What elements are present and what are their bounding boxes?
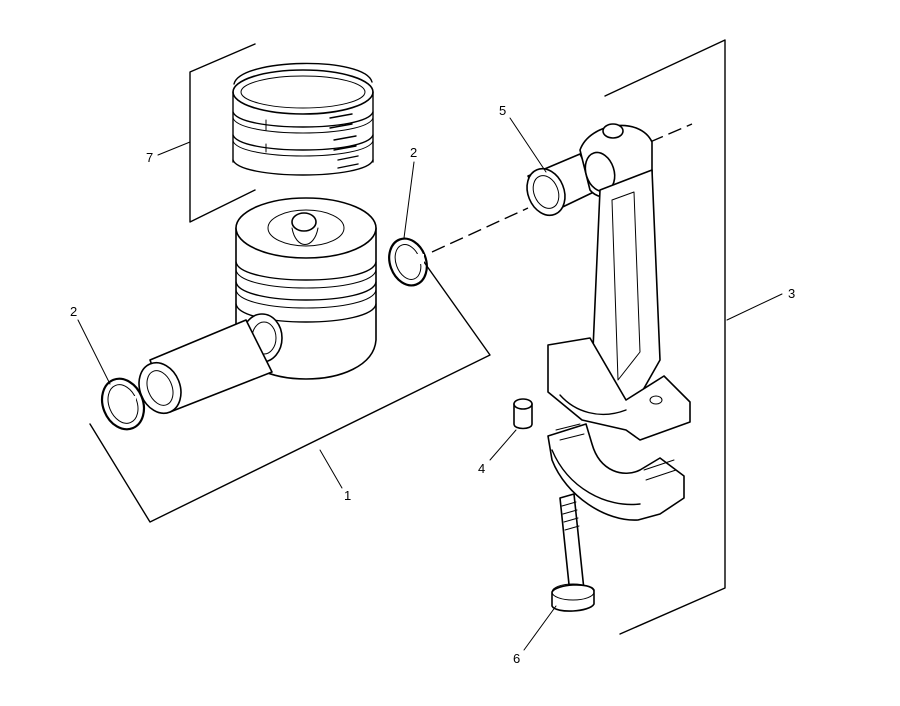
callout-1: 1 <box>344 488 351 503</box>
callout-4: 4 <box>478 461 485 476</box>
callout-2-left: 2 <box>70 304 77 319</box>
centre-line <box>431 123 693 253</box>
callout-6: 6 <box>513 651 520 666</box>
circlip-left <box>100 377 146 431</box>
callout-2-right: 2 <box>410 145 417 160</box>
callout-5: 5 <box>499 103 506 118</box>
bracket-group-7 <box>189 43 256 223</box>
leader-lines <box>77 117 783 651</box>
small-end-bush <box>526 153 599 217</box>
callout-7: 7 <box>146 150 153 165</box>
gudgeon-pin <box>138 319 273 415</box>
big-end-bolt <box>551 493 595 612</box>
callout-3: 3 <box>788 286 795 301</box>
callouts: 1 2 2 3 4 5 6 7 <box>70 103 795 666</box>
piston-rings <box>232 62 374 176</box>
bracket-group-1 <box>89 261 491 523</box>
bracket-group-3 <box>604 39 726 635</box>
big-end-cap <box>547 423 685 521</box>
circlip-right <box>388 237 428 287</box>
connecting-rod <box>547 123 691 441</box>
dowel <box>513 398 533 430</box>
